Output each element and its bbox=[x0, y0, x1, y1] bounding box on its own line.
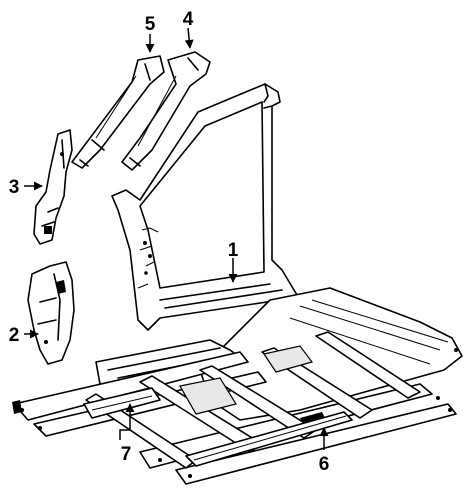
callout-5: 5 bbox=[145, 14, 156, 35]
leader-lines bbox=[24, 27, 329, 450]
floor-pan-assembly bbox=[12, 287, 463, 485]
part-5-pillar-reinforcement bbox=[71, 55, 165, 169]
callout-labels: 1 2 3 4 5 6 7 bbox=[9, 9, 330, 475]
part-6-rocker-reinforcement bbox=[185, 411, 353, 467]
part-3-hinge-pillar-bracket bbox=[33, 129, 73, 245]
callout-2: 2 bbox=[9, 325, 20, 346]
part-2-hinge-pillar-lower bbox=[27, 261, 75, 365]
part-4-pillar-upper bbox=[121, 51, 211, 171]
callout-4: 4 bbox=[183, 9, 194, 30]
leader-7 bbox=[119, 403, 135, 440]
callout-3: 3 bbox=[9, 177, 20, 198]
callout-1: 1 bbox=[228, 240, 239, 261]
callout-7: 7 bbox=[121, 444, 132, 465]
callout-6: 6 bbox=[319, 454, 330, 475]
leader-4 bbox=[184, 27, 194, 49]
part-1-body-side-aperture bbox=[111, 83, 301, 331]
